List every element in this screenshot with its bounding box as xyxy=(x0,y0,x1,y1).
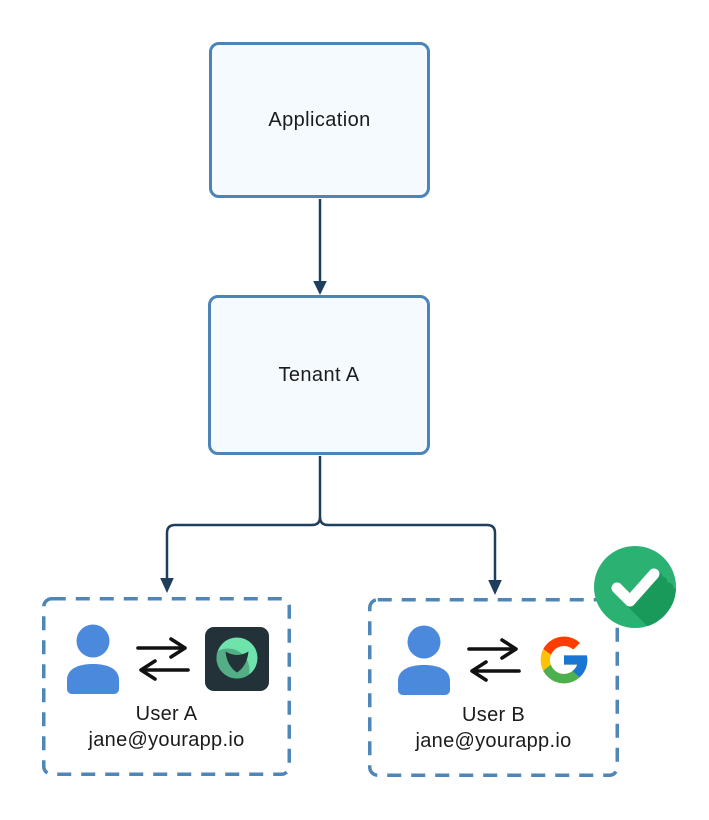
person-icon xyxy=(66,624,119,694)
node-application: Application xyxy=(209,42,430,198)
verified-check-badge-icon xyxy=(594,546,676,628)
connector-app-to-tenant xyxy=(313,199,327,295)
group-user-b: User B jane@yourapp.io xyxy=(368,598,619,777)
dashed-border xyxy=(42,597,291,776)
google-logo-icon xyxy=(540,636,587,684)
node-tenant-a-label: Tenant A xyxy=(278,363,360,386)
arrowhead-down-icon xyxy=(160,578,174,593)
dashed-border xyxy=(368,598,619,777)
user-a-email: jane@yourapp.io xyxy=(88,729,245,751)
sync-arrows-icon xyxy=(466,638,521,682)
user-b-email: jane@yourapp.io xyxy=(415,730,572,752)
user-a-icon-row xyxy=(65,624,269,694)
node-application-label: Application xyxy=(268,108,371,131)
sync-arrows-icon xyxy=(135,637,190,681)
connector-tenant-branch xyxy=(160,456,502,595)
group-user-a: User A jane@yourapp.io xyxy=(42,597,291,776)
node-tenant-a: Tenant A xyxy=(208,295,430,455)
person-icon xyxy=(397,625,450,695)
user-b-icon-row xyxy=(396,625,592,695)
arrowhead-down-icon xyxy=(313,281,327,295)
arrowhead-down-icon xyxy=(488,580,502,595)
teal-ring-idp-logo-icon xyxy=(204,627,269,691)
user-b-name: User B xyxy=(462,704,525,726)
connector-to-user-b xyxy=(318,516,497,581)
connector-to-user-a xyxy=(165,516,322,579)
user-a-name: User A xyxy=(135,703,198,725)
